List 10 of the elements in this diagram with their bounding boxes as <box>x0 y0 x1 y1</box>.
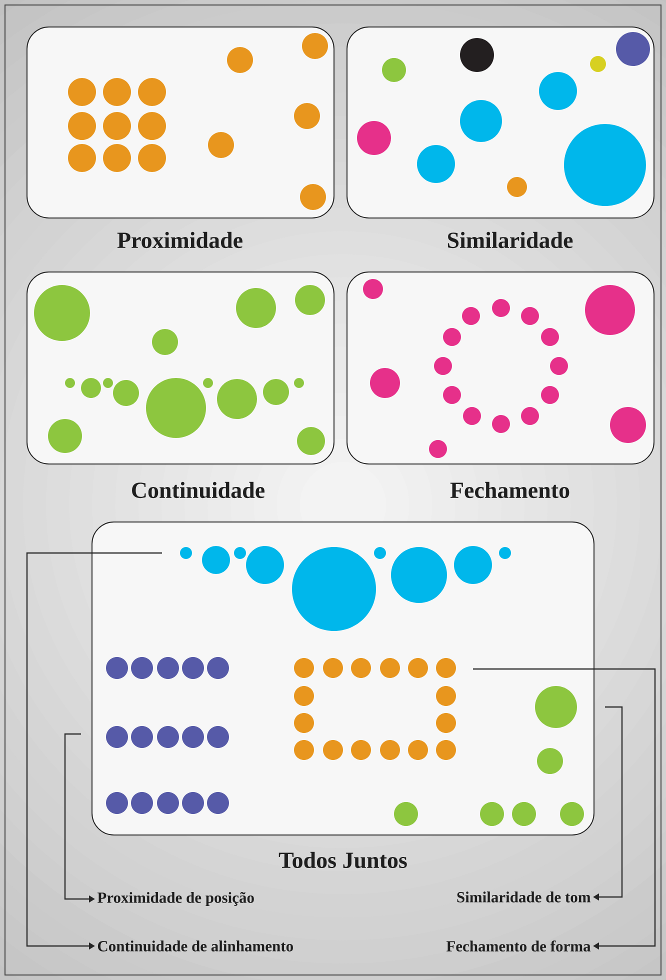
panel-heading: Todos Juntos <box>278 852 407 868</box>
annotation-label: Continuidade de alinhamento <box>98 940 293 952</box>
panel-heading: Proximidade <box>117 232 242 248</box>
panel-heading: Fechamento <box>450 482 570 498</box>
annotation-label: Proximidade de posição <box>97 892 254 906</box>
panel-heading: Continuidade <box>132 482 264 498</box>
annotation-label: Fechamento de forma <box>446 940 591 952</box>
panel-heading: Similaridade <box>448 232 573 248</box>
leader-line <box>473 668 656 950</box>
annotation-label: Similaridade de tom <box>457 892 591 902</box>
